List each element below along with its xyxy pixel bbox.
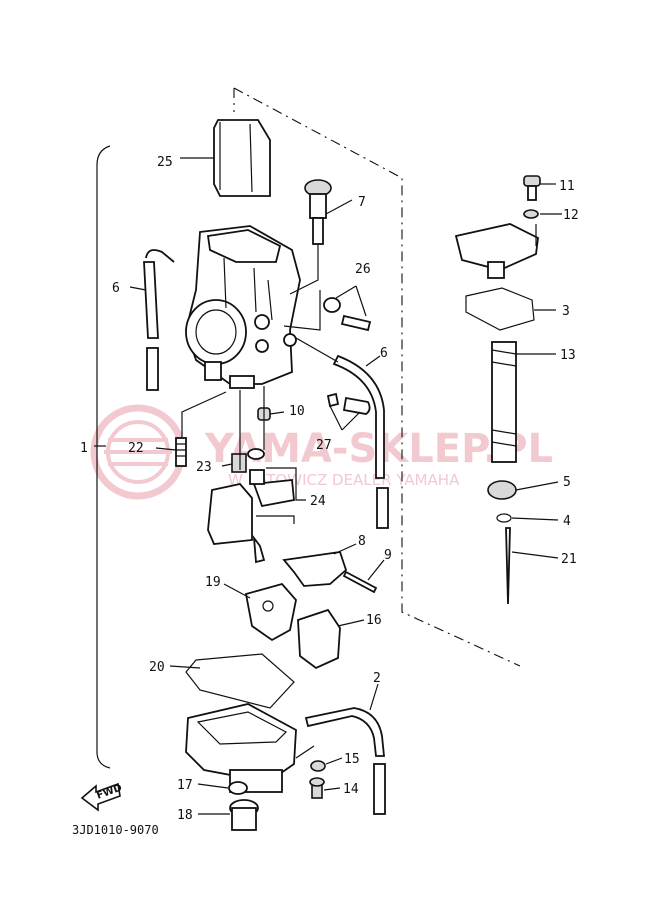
part-main-jet [175, 437, 187, 467]
part-carburetor-body [185, 225, 301, 389]
part-16 [297, 608, 341, 670]
callout-6-left: 6 [112, 281, 120, 296]
fwd-arrow-icon: FWD [80, 783, 124, 812]
part-float [207, 448, 295, 564]
part-spring-13 [491, 341, 517, 463]
callout-14: 14 [343, 782, 359, 797]
callout-26: 26 [355, 262, 371, 277]
callout-3: 3 [562, 304, 570, 319]
callout-23: 23 [196, 460, 212, 475]
callout-labels: 1 2 3 4 5 6 6 7 8 9 10 11 12 13 14 15 16… [80, 155, 579, 823]
diagram-code: 3JD1010-9070 [72, 823, 159, 837]
callout-4: 4 [563, 514, 571, 529]
callout-15: 15 [344, 752, 360, 767]
part-vent-hose-right [332, 354, 389, 529]
part-air-screw [326, 392, 371, 415]
callout-25: 25 [157, 155, 173, 170]
part-float-pin [282, 551, 348, 587]
callout-17: 17 [177, 778, 193, 793]
callout-11: 11 [559, 179, 575, 194]
part-cap-gasket [465, 287, 535, 331]
callout-27: 27 [316, 438, 332, 453]
callout-9: 9 [384, 548, 392, 563]
callout-12: 12 [563, 208, 579, 223]
callout-16: 16 [366, 613, 382, 628]
part-float-bowl [185, 703, 297, 793]
callout-22: 22 [128, 441, 144, 456]
callout-19: 19 [205, 575, 221, 590]
callout-2: 2 [373, 671, 381, 686]
leader-lines [94, 157, 562, 815]
callout-20: 20 [149, 660, 165, 675]
part-clip-4 [496, 513, 512, 523]
callout-18: 18 [177, 808, 193, 823]
part-top-cap [454, 223, 539, 279]
callout-13: 13 [560, 348, 576, 363]
callout-8: 8 [358, 534, 366, 549]
part-drain-hose [304, 707, 386, 815]
part-holder-5 [487, 480, 517, 500]
part-throttle-stop-screw [304, 179, 332, 245]
part-jet-needle [505, 527, 511, 605]
part-pin-9 [342, 570, 378, 594]
part-19 [244, 582, 297, 642]
part-vent-hose-left [143, 249, 175, 391]
callout-1: 1 [80, 441, 88, 456]
assembly-dash-outline [233, 87, 521, 667]
part-15 [310, 760, 326, 772]
assembly-bracket [96, 145, 111, 769]
callout-24: 24 [310, 494, 326, 509]
callout-21: 21 [561, 552, 577, 567]
part-screw-11 [523, 175, 541, 201]
part-float-bowl-gasket [185, 653, 295, 709]
part-washer-12 [523, 209, 539, 219]
part-pilot-screw [323, 297, 372, 332]
part-boot [213, 119, 271, 197]
part-drain-plug [229, 799, 259, 831]
part-pilot-jet [231, 453, 247, 473]
callout-5: 5 [563, 475, 571, 490]
callout-7: 7 [358, 195, 366, 210]
callout-6-right: 6 [380, 346, 388, 361]
part-14 [309, 777, 325, 799]
callout-10: 10 [289, 404, 305, 419]
part-17 [228, 781, 248, 795]
